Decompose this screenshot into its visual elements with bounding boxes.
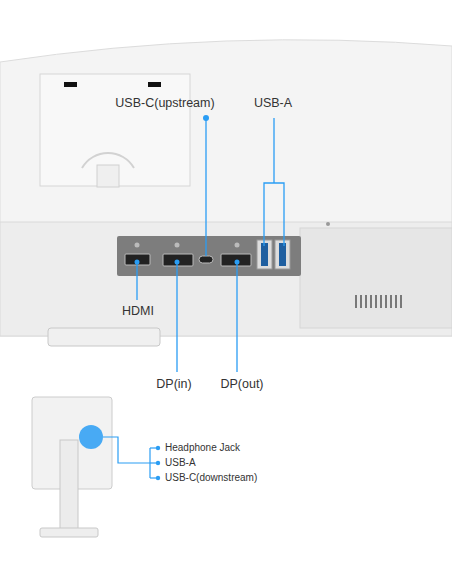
port-label: USB-C(downstream) xyxy=(165,472,257,484)
port-label: HDMI xyxy=(122,304,154,319)
port-label: DP(out) xyxy=(220,377,263,392)
port-label: Headphone Jack xyxy=(165,442,240,454)
port-label: DP(in) xyxy=(156,377,191,392)
port-label: USB-A xyxy=(165,457,196,469)
port-label: USB-A xyxy=(254,96,292,111)
port-label: USB-C(upstream) xyxy=(115,96,214,111)
